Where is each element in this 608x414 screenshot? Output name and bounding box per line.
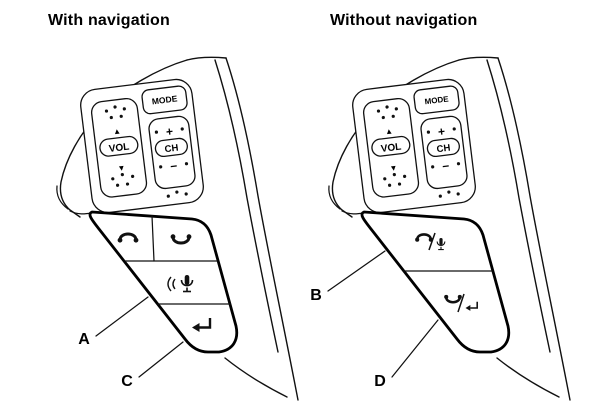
talk-icon xyxy=(167,274,194,293)
panel-divider-vertical xyxy=(151,215,155,262)
channel-up-label: + xyxy=(165,124,174,139)
spoke-top-edge xyxy=(458,56,499,61)
dot-grid-bottom xyxy=(383,173,407,187)
spoke-bottom-edge xyxy=(224,357,288,398)
spoke-bottom-edge xyxy=(496,357,560,398)
channel-button xyxy=(154,137,188,158)
steering-spoke-outline xyxy=(328,56,571,401)
slash-divider xyxy=(428,232,436,251)
callout-b-label: B xyxy=(310,287,322,304)
spoke-notch-line xyxy=(56,185,69,210)
volume-up-arrow: ▲ xyxy=(385,126,394,136)
housing-ledge-line xyxy=(69,210,93,215)
volume-up-arrow: ▲ xyxy=(113,126,122,136)
mode-button-label: MODE xyxy=(424,94,450,106)
channel-button-label: CH xyxy=(436,143,451,156)
callout-a-label: A xyxy=(78,331,90,348)
volume-button xyxy=(99,135,139,157)
volume-button xyxy=(371,135,411,157)
volume-down-arrow: ▼ xyxy=(389,163,398,173)
control-housing: ▲ VOL ▼ MODE + CH − xyxy=(80,78,204,214)
control-housing: ▲ VOL ▼ MODE + CH − xyxy=(352,78,476,214)
dot-grid-top xyxy=(376,105,398,120)
phone-talk-icon xyxy=(413,232,446,251)
channel-down-label: − xyxy=(441,159,450,174)
callout-c-label: C xyxy=(121,373,133,390)
figure-with-navigation: ▲ VOL ▼ MODE + CH − A xyxy=(56,56,299,401)
dot-grid-below xyxy=(438,190,460,198)
volume-down-arrow: ▼ xyxy=(117,163,126,173)
phone-panel xyxy=(88,210,239,354)
figure-title-without-navigation: Without navigation xyxy=(330,12,478,29)
spoke-right-outer-edge xyxy=(225,57,299,401)
channel-down-label: − xyxy=(169,159,178,174)
figure-title-with-navigation: With navigation xyxy=(48,12,170,29)
slash-divider xyxy=(457,293,465,313)
spoke-left-edge xyxy=(59,59,188,218)
sound-wave-large xyxy=(167,276,172,292)
spoke-right-inner-edge xyxy=(214,59,279,353)
mode-button xyxy=(413,85,460,115)
volume-button-label: VOL xyxy=(380,142,402,155)
spoke-top-edge xyxy=(186,56,227,61)
figure-without-navigation: ▲ VOL ▼ MODE + CH − xyxy=(310,56,571,401)
spoke-right-inner-edge xyxy=(486,59,551,353)
mode-button xyxy=(141,85,188,115)
callout-d-label: D xyxy=(374,373,386,390)
spoke-right-outer-edge xyxy=(497,57,571,401)
callout-b-line xyxy=(327,250,386,292)
housing-ledge-line xyxy=(341,210,365,215)
channel-up-label: + xyxy=(437,124,446,139)
callout-c-line xyxy=(138,341,184,378)
mode-button-label: MODE xyxy=(151,93,178,106)
callout-a-line xyxy=(95,296,149,337)
phone-panel xyxy=(360,210,511,354)
dot-grid-below xyxy=(166,190,188,198)
dot-grid-top xyxy=(104,105,126,120)
channel-button-label: CH xyxy=(164,143,179,156)
dot-grid-bottom xyxy=(111,173,135,187)
hangup-back-icon xyxy=(442,293,478,313)
channel-button xyxy=(426,137,460,158)
spoke-notch-line xyxy=(328,185,341,210)
sound-wave-small xyxy=(172,278,176,290)
callout-d-line xyxy=(391,319,439,378)
spoke-left-edge xyxy=(331,59,460,218)
volume-button-label: VOL xyxy=(108,142,130,155)
